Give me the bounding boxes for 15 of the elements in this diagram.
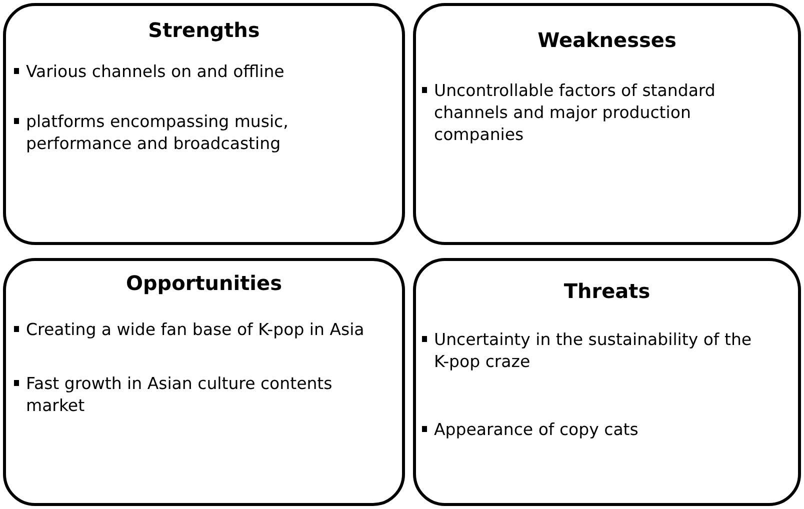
quadrant-heading: Weaknesses	[536, 28, 678, 52]
quadrant-card	[3, 258, 405, 506]
quadrant-card	[413, 3, 801, 245]
quadrant-heading: Strengths	[147, 18, 261, 42]
bullet-text: Uncertainty in the sustainability of the K-pop craze	[434, 329, 753, 373]
quadrant-card	[413, 258, 801, 506]
bullet-text: Various channels on and offline	[26, 61, 286, 83]
bullet-text: platforms encompassing music, performance and broadcasting	[26, 111, 290, 155]
bullet-text: Fast growth in Asian culture contents market	[26, 373, 334, 417]
bullet-text: Uncontrollable factors of standard channels and major production companies	[434, 80, 716, 146]
bullet-text: Creating a wide fan base of K-pop in Asia	[26, 319, 366, 341]
quadrant-card	[3, 3, 405, 245]
bullet-text: Appearance of copy cats	[434, 419, 640, 441]
quadrant-heading: Opportunities	[124, 271, 283, 295]
quadrant-heading: Threats	[562, 279, 652, 303]
